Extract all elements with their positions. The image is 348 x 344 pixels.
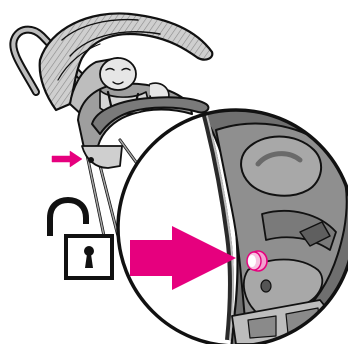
small-pointer-arrow: [52, 151, 82, 167]
release-button: [247, 251, 267, 271]
magnified-detail: [118, 100, 348, 344]
release-point-marker: [88, 157, 94, 163]
unlocked-padlock-icon: [50, 200, 112, 278]
